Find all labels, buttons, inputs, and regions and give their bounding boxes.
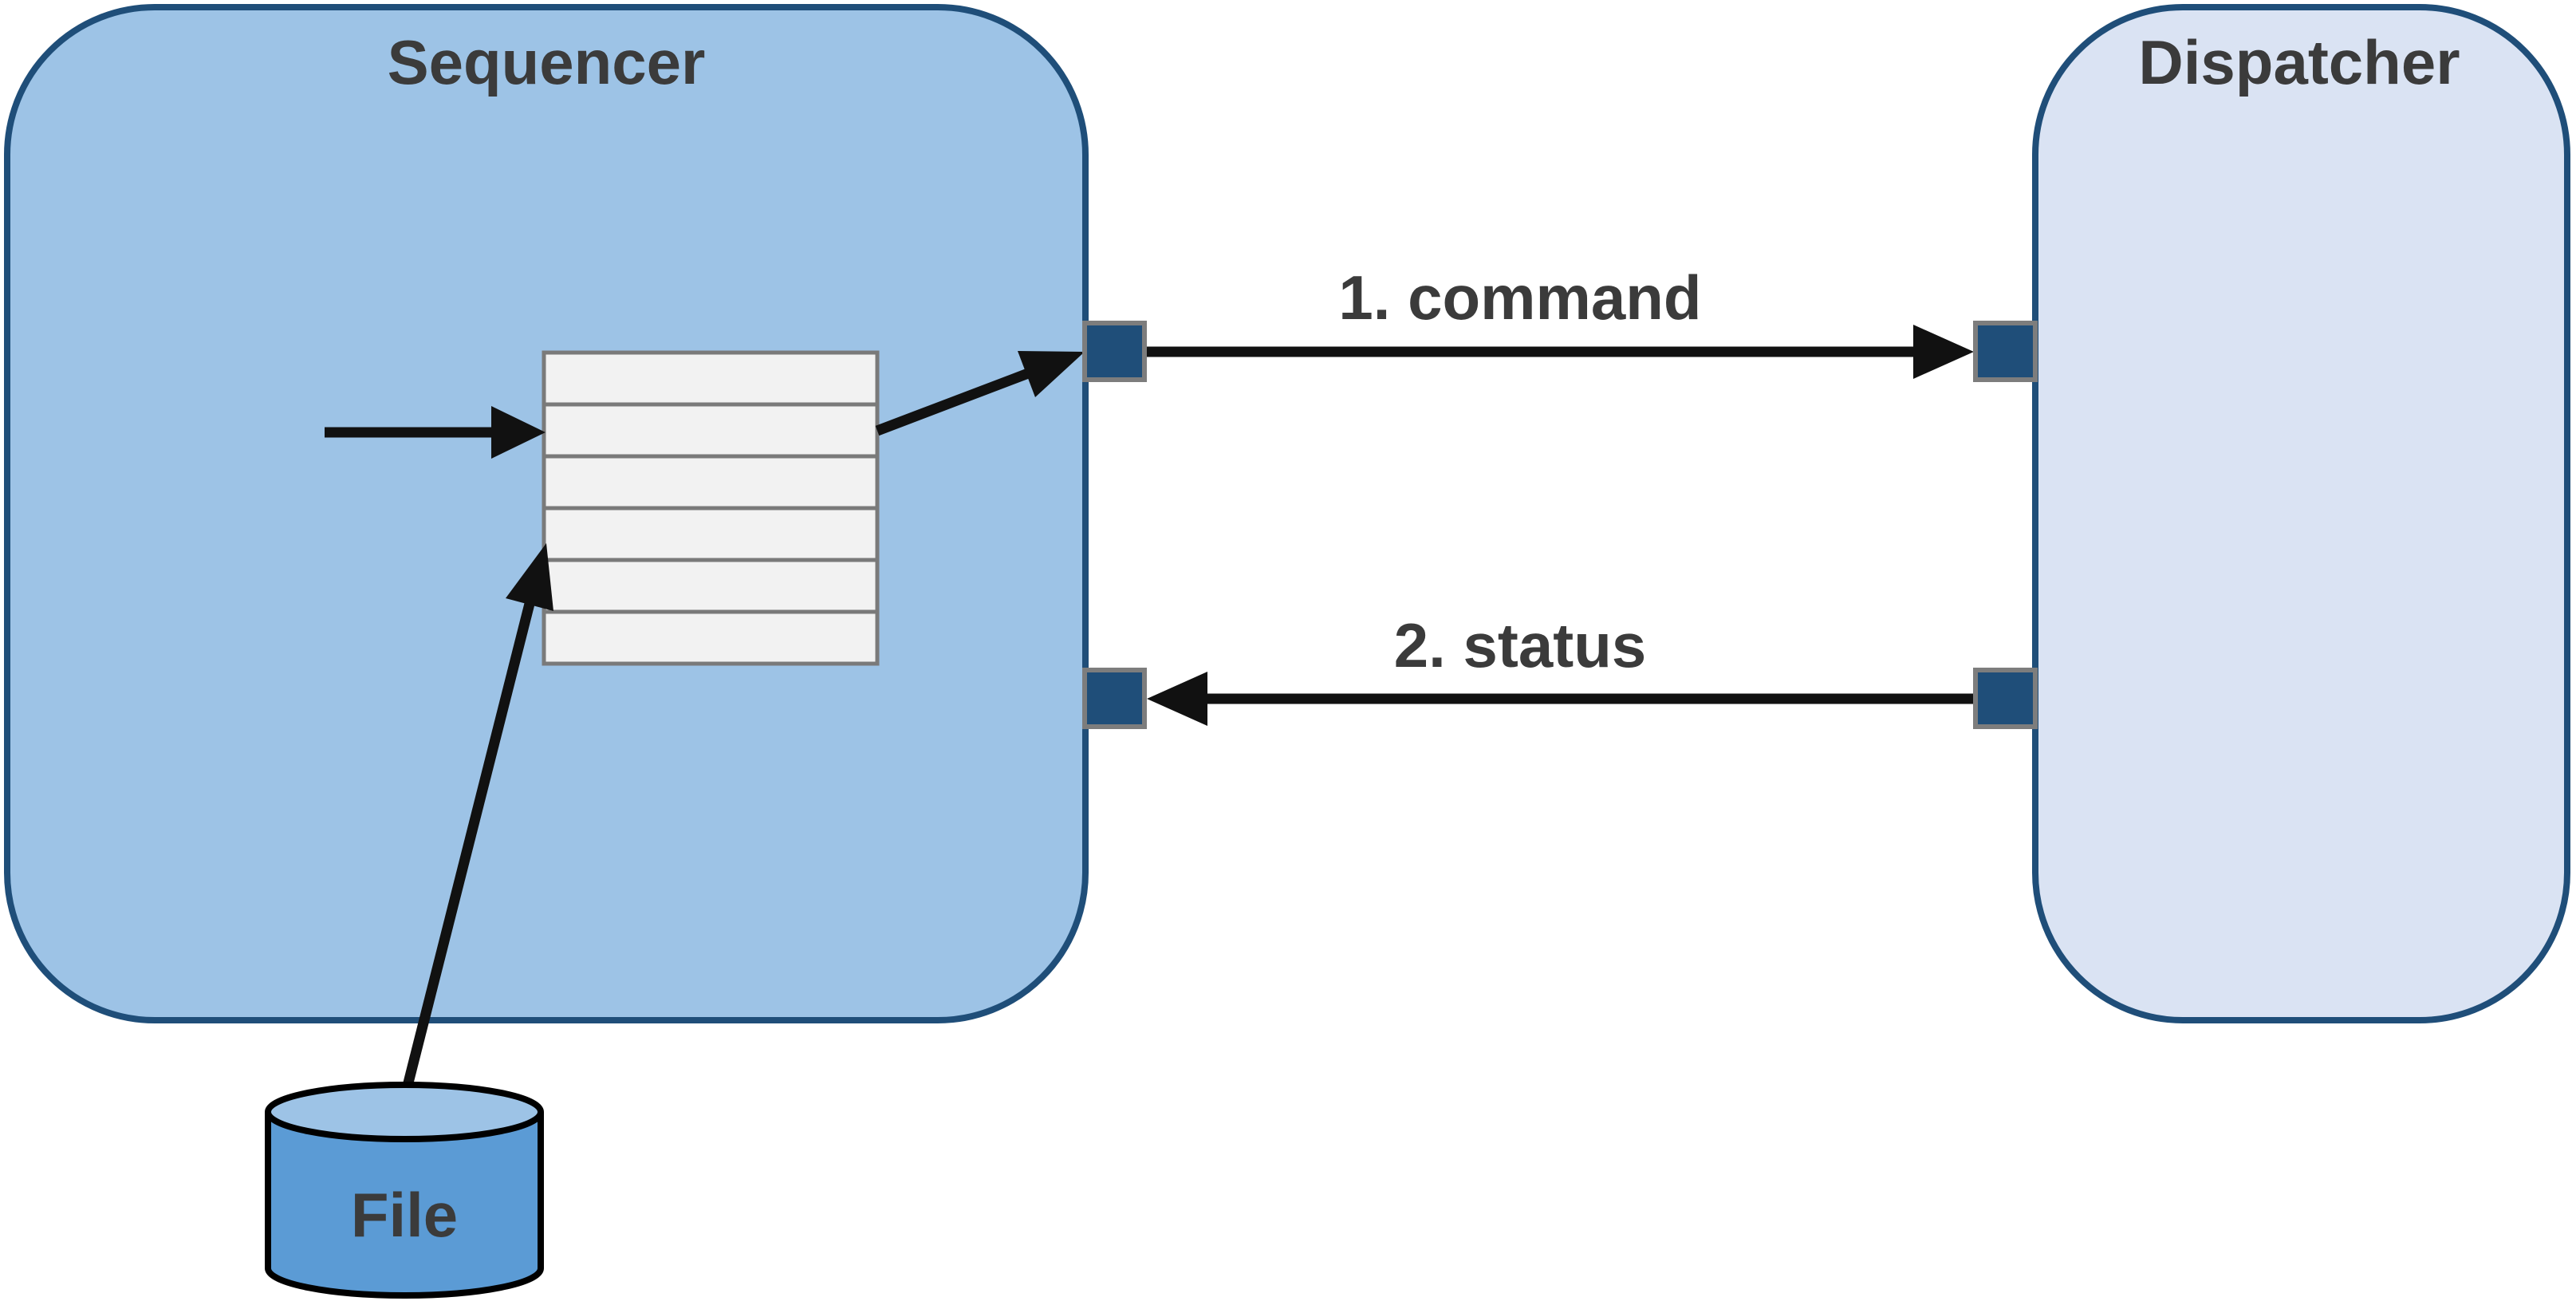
file-to-queue-arrow bbox=[397, 543, 553, 1106]
file-cylinder-body bbox=[265, 1112, 544, 1299]
queue-out-arrowhead-icon bbox=[1018, 351, 1085, 397]
port-sequencer-command bbox=[1082, 321, 1147, 382]
port-dispatcher-command bbox=[1973, 321, 2038, 382]
dispatcher-box bbox=[2032, 4, 2570, 1023]
queue-out-arrow-line bbox=[875, 365, 1037, 436]
port-sequencer-status bbox=[1082, 668, 1147, 729]
command-arrow bbox=[1147, 325, 1974, 379]
dispatcher-title: Dispatcher bbox=[2138, 27, 2460, 97]
file-to-queue-arrowhead-icon bbox=[506, 543, 553, 611]
queue-table bbox=[542, 350, 880, 666]
command-label: 1. command bbox=[1338, 262, 1701, 333]
queue-in-arrowhead-icon bbox=[491, 406, 546, 459]
file-cylinder-top bbox=[265, 1082, 544, 1142]
queue-separators bbox=[546, 402, 876, 614]
command-arrowhead-icon bbox=[1913, 325, 1974, 379]
status-arrow bbox=[1147, 672, 1974, 726]
queue-out-arrow bbox=[875, 351, 1085, 436]
file-cylinder-icon bbox=[265, 1082, 544, 1299]
status-label: 2. status bbox=[1394, 610, 1646, 680]
file-to-queue-arrow-line bbox=[397, 593, 538, 1106]
status-arrowhead-icon bbox=[1147, 672, 1207, 726]
queue-in-arrow bbox=[325, 406, 546, 459]
file-label: File bbox=[351, 1180, 458, 1250]
sequencer-title: Sequencer bbox=[388, 27, 706, 97]
port-dispatcher-status bbox=[1973, 668, 2038, 729]
